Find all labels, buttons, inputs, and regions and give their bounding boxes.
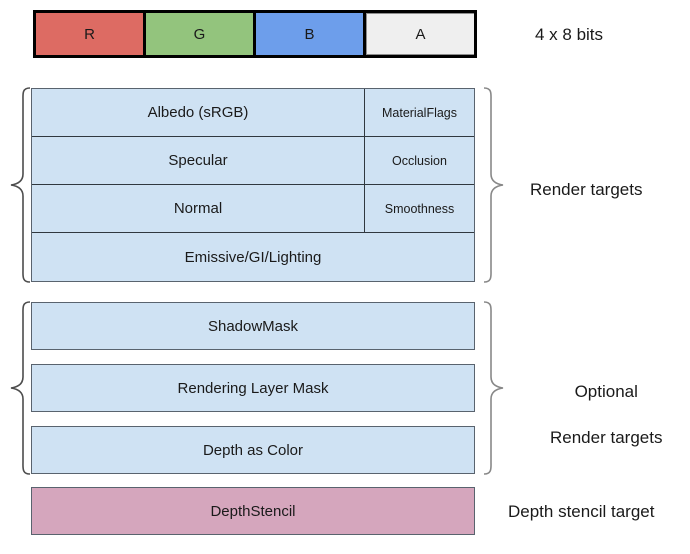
table-row: Normal Smoothness <box>32 185 474 233</box>
optional-render-targets-right-brace <box>483 301 504 475</box>
depth-stencil-label: Depth stencil target <box>508 502 655 521</box>
optional-render-targets-label-line2: Render targets <box>550 428 663 447</box>
channel-b: B <box>256 13 366 55</box>
table-row: Albedo (sRGB) MaterialFlags <box>32 89 474 137</box>
channel-b-label: B <box>304 25 315 43</box>
rt-cell-emissive-gi-lighting: Emissive/GI/Lighting <box>32 233 474 281</box>
rgba-channel-bar: R G B A <box>33 10 477 58</box>
optional-render-targets-label-line1: Optional <box>574 382 638 401</box>
depth-stencil-box-label: DepthStencil <box>210 502 296 520</box>
optional-box-shadowmask-label: ShadowMask <box>207 317 299 335</box>
channel-r-label: R <box>84 25 95 43</box>
render-targets-table: Albedo (sRGB) MaterialFlags Specular Occ… <box>31 88 475 282</box>
optional-box-rendering-layer-mask: Rendering Layer Mask <box>31 364 475 412</box>
optional-box-depth-as-color: Depth as Color <box>31 426 475 474</box>
optional-render-targets-left-brace <box>10 301 31 475</box>
channel-g-label: G <box>193 25 206 43</box>
table-row: Emissive/GI/Lighting <box>32 233 474 281</box>
bit-depth-label: 4 x 8 bits <box>535 25 604 44</box>
render-targets-right-brace <box>483 87 504 283</box>
render-targets-left-brace <box>10 87 31 283</box>
rt-cell-normal: Normal <box>32 185 365 232</box>
rt-cell-occlusion: Occlusion <box>365 137 474 184</box>
rt-cell-specular: Specular <box>32 137 365 184</box>
channel-g: G <box>146 13 256 55</box>
render-targets-label: Render targets <box>530 180 643 199</box>
optional-box-rendering-layer-mask-label: Rendering Layer Mask <box>177 379 329 397</box>
rt-cell-smoothness: Smoothness <box>365 185 474 232</box>
depth-stencil-box: DepthStencil <box>31 487 475 535</box>
optional-render-targets-label: Optional Render targets <box>550 357 662 472</box>
table-row: Specular Occlusion <box>32 137 474 185</box>
rt-cell-albedo: Albedo (sRGB) <box>32 89 365 136</box>
channel-a-label: A <box>415 25 426 43</box>
optional-box-depth-as-color-label: Depth as Color <box>202 441 304 459</box>
rt-cell-materialflags: MaterialFlags <box>365 89 474 136</box>
channel-a: A <box>366 13 474 55</box>
channel-r: R <box>36 13 146 55</box>
optional-box-shadowmask: ShadowMask <box>31 302 475 350</box>
